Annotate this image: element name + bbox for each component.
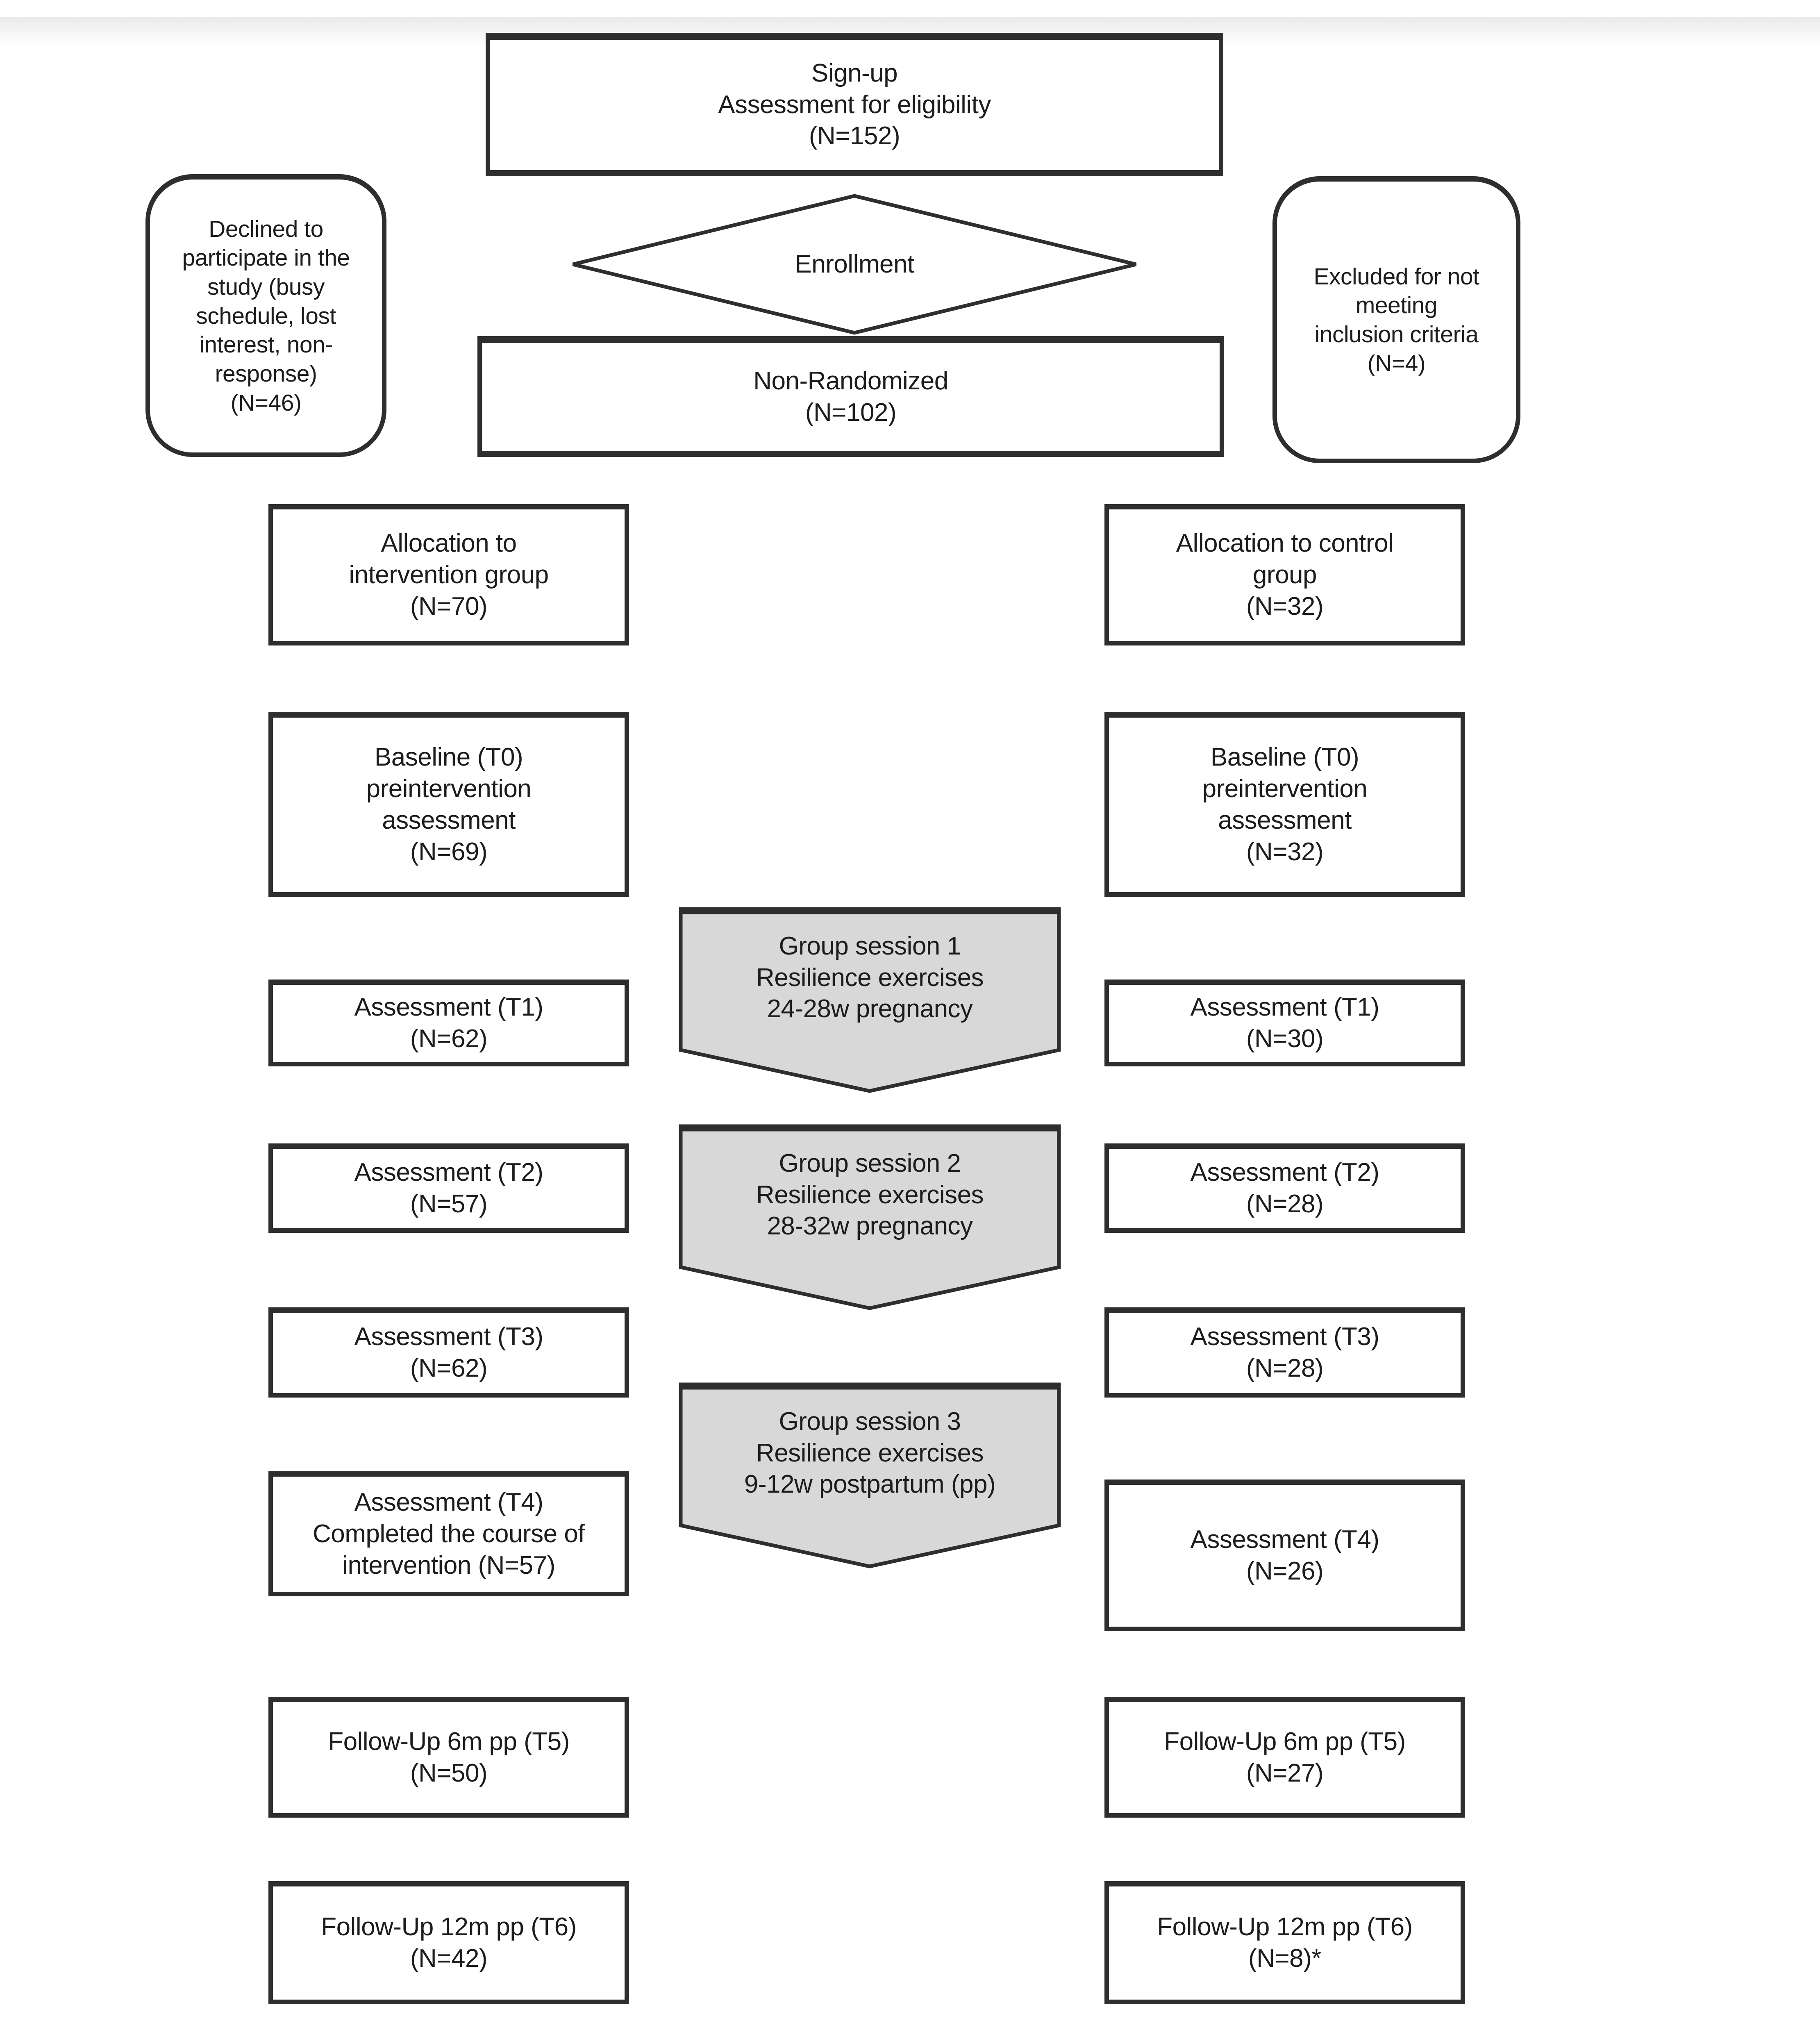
group-session-2-label: Group session 2 Resilience exercises 28-… (756, 1149, 984, 1241)
non-randomized-box: Non-Randomized (N=102) (477, 336, 1224, 457)
assessment-t1-intervention-label: Assessment (T1) (N=62) (354, 993, 543, 1053)
group-session-3-arrow (679, 1382, 1061, 1568)
group-session-1-arrow (679, 907, 1061, 1093)
group-session-2-label-wrap: Group session 2 Resilience exercises 28-… (678, 1123, 1061, 1267)
allocation-control-label: Allocation to control group (N=32) (1176, 529, 1394, 620)
followup-6m-control-label: Follow-Up 6m pp (T5) (N=27) (1164, 1727, 1406, 1787)
declined-label: Declined to participate in the study (bu… (182, 216, 350, 416)
followup-12m-control-label: Follow-Up 12m pp (T6) (N=8)* (1157, 1913, 1413, 1973)
group-session-2-arrow (679, 1124, 1061, 1310)
assessment-t1-control-box: Assessment (T1) (N=30) (1104, 980, 1465, 1066)
baseline-intervention-box: Baseline (T0) preintervention assessment… (268, 712, 629, 897)
followup-6m-intervention-box: Follow-Up 6m pp (T5) (N=50) (268, 1697, 629, 1818)
signup-label: Sign-up Assessment for eligibility (N=15… (718, 59, 991, 150)
group-session-3-label: Group session 3 Resilience exercises 9-1… (744, 1407, 996, 1499)
assessment-t3-control-label: Assessment (T3) (N=28) (1190, 1323, 1379, 1382)
baseline-control-box: Baseline (T0) preintervention assessment… (1104, 712, 1465, 897)
enrollment-diamond-label-wrap: Enrollment (570, 193, 1139, 336)
assessment-t1-intervention-box: Assessment (T1) (N=62) (268, 980, 629, 1066)
followup-12m-control-box: Follow-Up 12m pp (T6) (N=8)* (1104, 1881, 1465, 2004)
enrollment-label: Enrollment (795, 250, 914, 278)
baseline-control-label: Baseline (T0) preintervention assessment… (1202, 743, 1368, 866)
baseline-intervention-label: Baseline (T0) preintervention assessment… (366, 743, 532, 866)
group-session-3-label-wrap: Group session 3 Resilience exercises 9-1… (678, 1381, 1061, 1525)
followup-6m-intervention-label: Follow-Up 6m pp (T5) (N=50) (328, 1727, 570, 1787)
declined-note: Declined to participate in the study (bu… (145, 174, 386, 457)
followup-12m-intervention-label: Follow-Up 12m pp (T6) (N=42) (321, 1913, 577, 1973)
excluded-note: Excluded for not meeting inclusion crite… (1272, 176, 1520, 463)
enrollment-diamond (572, 194, 1137, 335)
group-session-1-label-wrap: Group session 1 Resilience exercises 24-… (678, 906, 1061, 1050)
excluded-label: Excluded for not meeting inclusion crite… (1313, 263, 1479, 377)
assessment-t3-intervention-box: Assessment (T3) (N=62) (268, 1307, 629, 1398)
assessment-t4-control-label: Assessment (T4) (N=26) (1190, 1525, 1379, 1585)
followup-12m-intervention-box: Follow-Up 12m pp (T6) (N=42) (268, 1881, 629, 2004)
non-randomized-label: Non-Randomized (N=102) (753, 366, 948, 427)
allocation-intervention-box: Allocation to intervention group (N=70) (268, 504, 629, 645)
allocation-intervention-label: Allocation to intervention group (N=70) (349, 529, 549, 620)
assessment-t4-control-box: Assessment (T4) (N=26) (1104, 1480, 1465, 1631)
followup-6m-control-box: Follow-Up 6m pp (T5) (N=27) (1104, 1697, 1465, 1818)
assessment-t4-intervention-label: Assessment (T4) Completed the course of … (313, 1488, 585, 1580)
assessment-t3-control-box: Assessment (T3) (N=28) (1104, 1307, 1465, 1398)
assessment-t2-control-label: Assessment (T2) (N=28) (1190, 1158, 1379, 1218)
group-session-1-label: Group session 1 Resilience exercises 24-… (756, 932, 984, 1023)
assessment-t3-intervention-label: Assessment (T3) (N=62) (354, 1323, 543, 1382)
assessment-t2-intervention-box: Assessment (T2) (N=57) (268, 1143, 629, 1233)
assessment-t2-intervention-label: Assessment (T2) (N=57) (354, 1158, 543, 1218)
assessment-t2-control-box: Assessment (T2) (N=28) (1104, 1143, 1465, 1233)
signup-box: Sign-up Assessment for eligibility (N=15… (486, 33, 1223, 176)
assessment-t4-intervention-box: Assessment (T4) Completed the course of … (268, 1471, 629, 1596)
assessment-t1-control-label: Assessment (T1) (N=30) (1190, 993, 1379, 1053)
allocation-control-box: Allocation to control group (N=32) (1104, 504, 1465, 645)
